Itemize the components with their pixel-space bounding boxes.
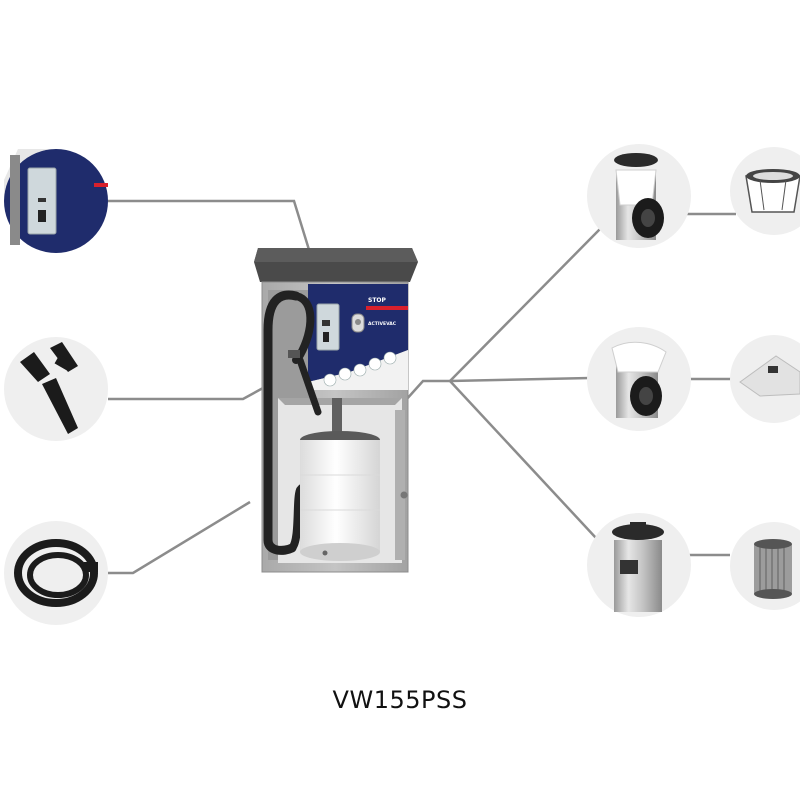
leader-line-bag-filter (449, 228, 601, 382)
detail-cartridge-element (730, 522, 800, 610)
leader-line-cartridge (449, 380, 597, 539)
flat-filter-icon (739, 355, 800, 397)
callout-bag-filter (587, 144, 691, 248)
panel-stop-label: STOP (368, 297, 387, 304)
callout-nozzle-accessories (4, 337, 108, 441)
leader-line-paper-bag (449, 376, 591, 383)
hose-coil-icon (14, 539, 98, 607)
vacuum-station-cabinet: STOP ACTIVEVAC (254, 248, 418, 573)
suction-pipe (332, 398, 342, 432)
control-panel: STOP ACTIVEVAC (308, 284, 408, 390)
function-icon (323, 373, 337, 387)
callout-control-panel-detail (4, 149, 108, 253)
collection-drum (300, 431, 380, 561)
detail-basket-filter (730, 147, 800, 235)
function-icons (323, 351, 397, 387)
panel-brand-label: ACTIVEVAC (368, 321, 397, 327)
nozzle-icon (20, 342, 78, 434)
function-icon (353, 363, 367, 377)
coin-slot-window (316, 303, 340, 351)
callout-coiled-hose (4, 521, 108, 625)
model-name: VW155PSS (332, 686, 468, 714)
callout-cartridge-filter (587, 513, 691, 617)
detail-flat-paper-filter (730, 335, 800, 423)
function-icon (368, 357, 382, 371)
function-icon (338, 367, 352, 381)
function-icon (383, 351, 397, 365)
callout-paper-bag (587, 327, 691, 431)
leader-line-hose (108, 500, 251, 575)
accent-stripe (366, 306, 408, 310)
